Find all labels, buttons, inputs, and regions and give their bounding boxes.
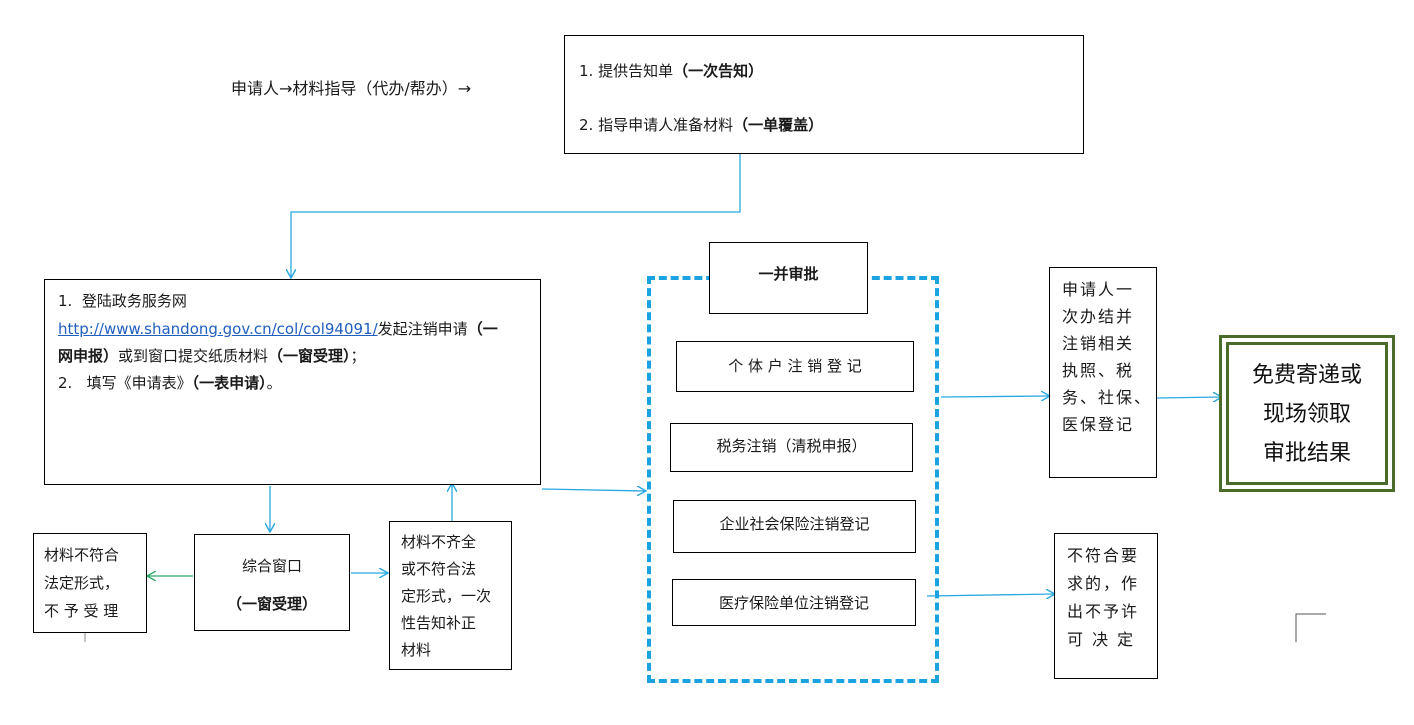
reject-line: 法定形式， (44, 574, 120, 592)
apply-line-4-bold: （一表申请） (191, 374, 267, 392)
complete-box: 申请人一 次办结并 注销相关 执照、税 务、社保、 医保登记 (1049, 267, 1157, 478)
approval-item-label: 个 体 户 注 销 登 记 (728, 357, 862, 375)
apply-line-1-number: 1. (58, 292, 73, 310)
deny-text: 不符合要 求的，作 出不予许 可 决 定 (1067, 542, 1139, 654)
reject-line: 不 予 受 理 (44, 602, 119, 620)
arrow-apply-to-approval (541, 489, 645, 491)
approval-title-box: 一并审批 (709, 242, 868, 314)
incomplete-line: 材料不齐全 (401, 533, 477, 551)
apply-line-3-bold-end: （一窗受理） (268, 347, 351, 365)
incomplete-text: 材料不齐全 或不符合法 定形式，一次 性告知补正 材料 (401, 529, 491, 664)
deny-line: 可 决 定 (1067, 630, 1136, 649)
approval-item-label: 税务注销（清税申报） (716, 437, 867, 455)
intro-text: 申请人→材料指导（代办/帮办）→ (231, 79, 472, 98)
complete-line: 务、社保、 (1062, 388, 1153, 407)
apply-line-3: 网申报）或到窗口提交纸质材料（一窗受理）； (58, 345, 366, 366)
approval-item-label: 医疗保险单位注销登记 (718, 594, 869, 612)
incomplete-line: 或不符合法 (401, 560, 477, 578)
incomplete-line: 定形式，一次 (401, 587, 492, 605)
complete-line: 执照、税 (1062, 361, 1135, 380)
arrow-complete-to-result (1156, 397, 1221, 398)
complete-text: 申请人一 次办结并 注销相关 执照、税 务、社保、 医保登记 (1062, 276, 1152, 438)
complete-line: 医保登记 (1062, 415, 1135, 434)
notice-item-2: 2. 指导申请人准备材料（一单覆盖） (579, 114, 823, 135)
approval-item-tax: 税务注销（清税申报） (670, 423, 913, 472)
apply-line-3-bold-start: 网申报） (58, 347, 119, 365)
deny-line: 不符合要 (1067, 546, 1140, 565)
apply-line-3-end: ； (350, 347, 366, 365)
apply-line-4: 2. 填写《申请表》（一表申请）。 (58, 372, 282, 393)
apply-line-1-text: 登陆政务服务网 (81, 292, 187, 310)
result-text: 免费寄递或 现场领取 审批结果 (1222, 356, 1392, 473)
approval-item-label: 企业社会保险注销登记 (719, 515, 870, 533)
reject-text: 材料不符合 法定形式， 不 予 受 理 (44, 541, 119, 625)
corner-mark (1295, 613, 1326, 642)
apply-line-2: http://www.shandong.gov.cn/col/col94091/… (58, 318, 498, 339)
result-line: 现场领取 (1262, 402, 1351, 427)
arrow-notice-to-apply (291, 152, 741, 277)
complete-line: 次办结并 (1062, 307, 1135, 326)
arrow-approval-to-complete (940, 396, 1049, 397)
incomplete-line: 材料 (401, 641, 432, 659)
apply-line-2-text: 发起注销申请 (377, 320, 468, 338)
notice-item-1-number: 1. (579, 62, 594, 80)
incomplete-line: 性告知补正 (401, 614, 477, 632)
apply-line-1: 1. 登陆政务服务网 (58, 290, 187, 311)
reject-box: 材料不符合 法定形式， 不 予 受 理 (33, 533, 147, 633)
apply-line-3-text: 或到窗口提交纸质材料 (118, 347, 269, 365)
window-box: 综合窗口 （一窗受理） (194, 534, 350, 631)
deny-line: 求的，作 (1067, 574, 1140, 593)
deny-box: 不符合要 求的，作 出不予许 可 决 定 (1054, 533, 1158, 679)
complete-line: 注销相关 (1062, 334, 1135, 353)
complete-line: 申请人一 (1062, 280, 1135, 299)
result-inner-frame (1226, 342, 1388, 485)
approval-item-medical-insurance: 医疗保险单位注销登记 (672, 579, 916, 626)
apply-line-4-end: 。 (266, 374, 282, 392)
notice-box: 1. 提供告知单（一次告知） 2. 指导申请人准备材料（一单覆盖） (564, 35, 1084, 154)
notice-item-2-text: 指导申请人准备材料 (598, 116, 734, 134)
apply-line-4-number: 2. (58, 374, 73, 392)
approval-title: 一并审批 (758, 265, 819, 283)
window-title: 综合窗口 (241, 557, 302, 575)
notice-item-2-number: 2. (579, 116, 594, 134)
notice-item-1-text: 提供告知单 (598, 62, 674, 80)
arrow-approval-to-deny (926, 594, 1054, 596)
apply-line-4-text: 填写《申请表》 (86, 374, 192, 392)
approval-item-individual: 个 体 户 注 销 登 记 (676, 341, 914, 392)
reject-line: 材料不符合 (44, 546, 120, 564)
apply-line-2-bold: （一 (467, 320, 498, 338)
result-line: 审批结果 (1262, 441, 1351, 466)
result-box: 免费寄递或 现场领取 审批结果 (1219, 335, 1395, 492)
incomplete-box: 材料不齐全 或不符合法 定形式，一次 性告知补正 材料 (389, 521, 512, 670)
approval-item-social-insurance: 企业社会保险注销登记 (673, 500, 916, 553)
service-portal-link[interactable]: http://www.shandong.gov.cn/col/col94091/ (58, 320, 378, 338)
notice-item-1: 1. 提供告知单（一次告知） (579, 60, 763, 81)
notice-item-2-bold: （一单覆盖） (733, 116, 824, 134)
deny-line: 出不予许 (1067, 602, 1140, 621)
result-line: 免费寄递或 (1251, 363, 1362, 388)
notice-item-1-bold: （一次告知） (673, 62, 764, 80)
window-subtitle: （一窗受理） (226, 595, 317, 613)
apply-box: 1. 登陆政务服务网 http://www.shandong.gov.cn/co… (44, 279, 541, 485)
